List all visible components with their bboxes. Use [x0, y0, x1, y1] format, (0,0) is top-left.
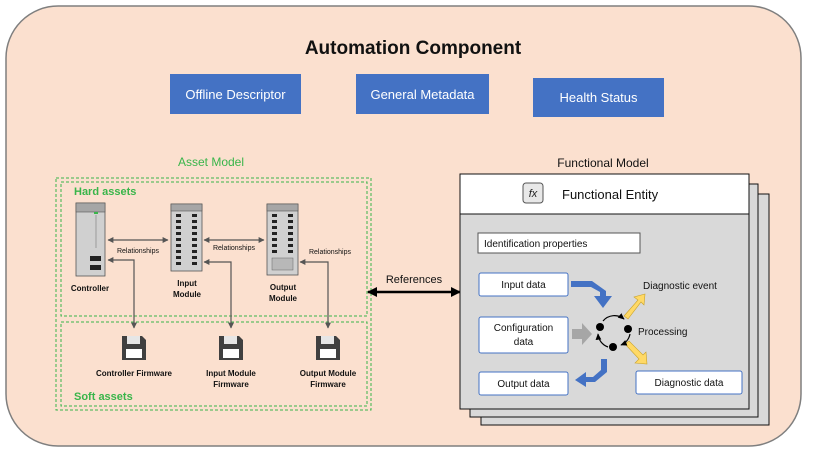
output-data-label: Output data: [497, 379, 550, 390]
diagnostic-event-label: Diagnostic event: [643, 281, 717, 292]
controller-firmware-connector: [107, 257, 137, 329]
diagram-title: Automation Component: [305, 38, 522, 59]
input-to-processing-arrow: [571, 281, 612, 308]
configuration-data-box: [478, 316, 569, 354]
svg-text:fx: fx: [529, 188, 538, 200]
health-status-box: [533, 78, 664, 117]
input-module-label-line1: Input: [177, 279, 197, 288]
configuration-to-processing-arrow: [572, 323, 592, 345]
output-firmware-label-line1: Output Module: [300, 369, 357, 378]
general-metadata-label: General Metadata: [370, 87, 475, 102]
function-icon: fx: [522, 182, 544, 204]
output-data-box: [478, 371, 569, 396]
controller-label: Controller: [71, 284, 109, 293]
input-module-device-icon: [170, 203, 203, 272]
controller-device-icon: [75, 202, 106, 277]
output-module-label-line2: Module: [269, 294, 298, 303]
input-data-box: [478, 272, 569, 297]
relationship-label-3: Relationships: [309, 249, 352, 256]
input-module-label-line2: Module: [173, 290, 202, 299]
controller-firmware-floppy-icon: [122, 336, 146, 360]
diagnostic-data-label: Diagnostic data: [655, 378, 724, 389]
diagnostic-data-box: [635, 370, 743, 395]
to-diagnostic-event-arrow: [623, 293, 646, 320]
input-data-label: Input data: [501, 280, 546, 291]
relationship-label-1: Relationships: [117, 248, 160, 255]
identification-properties-box: [477, 232, 641, 254]
functional-model-label: Functional Model: [557, 156, 648, 170]
functional-entity-header: [459, 173, 750, 215]
health-status-label: Health Status: [559, 90, 638, 105]
input-firmware-label-line2: Firmware: [213, 380, 249, 389]
offline-descriptor-label: Offline Descriptor: [185, 87, 286, 102]
functional-entity-title: Functional Entity: [562, 187, 659, 202]
output-firmware-floppy-icon: [316, 336, 340, 360]
general-metadata-box: [356, 74, 489, 114]
asset-model-label: Asset Model: [178, 155, 244, 169]
hard-assets-label: Hard assets: [74, 186, 136, 198]
identification-properties-label: Identification properties: [484, 239, 587, 250]
configuration-data-label-line1: Configuration: [494, 323, 553, 334]
soft-assets-label: Soft assets: [74, 391, 133, 403]
output-firmware-connector: [299, 259, 331, 329]
references-label: References: [386, 274, 443, 286]
to-diagnostic-data-arrow: [624, 340, 648, 365]
output-module-label-line1: Output: [270, 283, 297, 292]
controller-firmware-label: Controller Firmware: [96, 369, 173, 378]
input-firmware-floppy-icon: [219, 336, 243, 360]
output-firmware-label-line2: Firmware: [310, 380, 346, 389]
offline-descriptor-box: [170, 74, 301, 114]
input-firmware-connector: [203, 259, 234, 329]
processing-cycle-icon: [595, 313, 632, 351]
processing-label: Processing: [638, 327, 687, 338]
output-module-device-icon: [266, 203, 299, 276]
processing-to-output-arrow: [575, 359, 607, 387]
input-firmware-label-line1: Input Module: [206, 369, 256, 378]
relationship-label-2: Relationships: [213, 245, 256, 252]
configuration-data-label-line2: data: [514, 337, 534, 348]
